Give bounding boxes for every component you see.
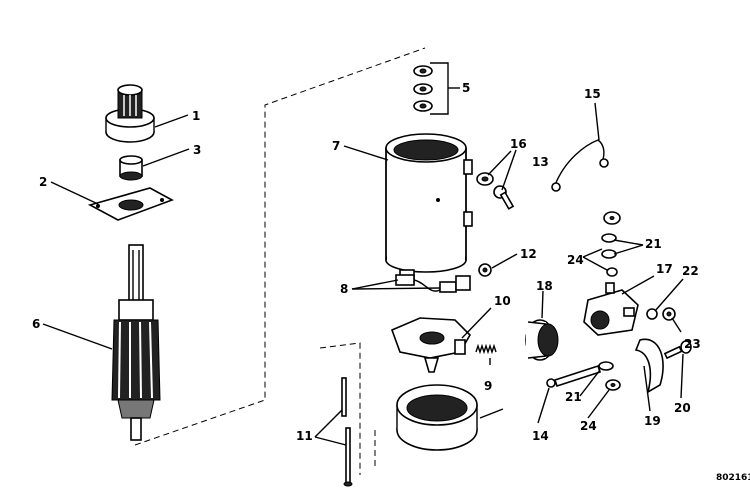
solenoid-top-nut (603, 211, 621, 225)
frame-washer (476, 172, 494, 186)
callout-11: 11 (296, 429, 313, 443)
terminal-lockwasher (598, 361, 614, 371)
callout-13: 13 (532, 155, 549, 169)
leader-lines (42, 62, 684, 446)
through-bolts (341, 377, 353, 487)
solenoid-bracket (634, 338, 664, 394)
callout-labels: 1 3 2 6 5 7 8 9 10 11 12 13 14 15 16 17 … (32, 81, 701, 443)
callout-17: 17 (656, 262, 673, 276)
solenoid-lockwashers (601, 233, 618, 277)
callout-2: 2 (39, 175, 47, 189)
callout-12: 12 (520, 247, 537, 261)
callout-24-upper: 24 (567, 253, 584, 267)
drive-pinion (105, 84, 155, 143)
ring-sleeve (525, 319, 559, 361)
callout-20: 20 (674, 401, 691, 415)
spacer (119, 155, 143, 181)
callout-10: 10 (494, 294, 511, 308)
small-washer (646, 308, 658, 320)
callout-5: 5 (462, 81, 470, 95)
frame-screw (493, 185, 515, 210)
callout-9: 9 (484, 379, 492, 393)
brush-springs (475, 343, 497, 355)
callout-21-lower: 24 (580, 419, 597, 433)
washers-stack (413, 65, 433, 112)
brush-holder-plate (390, 317, 472, 373)
figure-number: 802161 (716, 473, 750, 483)
terminal-bolt (546, 364, 602, 388)
terminal-nut (478, 263, 492, 277)
callout-3: 3 (193, 143, 201, 157)
armature (111, 244, 161, 441)
end-cap (396, 384, 478, 451)
callout-7: 7 (332, 139, 340, 153)
callout-14: 14 (532, 429, 549, 443)
callout-6: 6 (32, 317, 40, 331)
callout-1: 1 (192, 109, 200, 123)
callout-24-lower: 21 (565, 390, 582, 404)
solenoid-body (583, 282, 639, 336)
callout-16: 16 (510, 137, 527, 151)
assembly-guide-lines (134, 47, 426, 475)
bracket-bolt (663, 340, 692, 360)
terminal-nut-lower (605, 379, 621, 391)
thrust-plate (87, 187, 174, 221)
callout-19: 19 (644, 414, 661, 428)
callout-8: 8 (340, 282, 348, 296)
field-frame-housing (385, 133, 473, 283)
callout-18: 18 (536, 279, 553, 293)
brush-lead-assembly (395, 274, 471, 293)
callout-15: 15 (584, 87, 601, 101)
callout-23: 23 (684, 337, 701, 351)
callout-21-upper: 21 (645, 237, 662, 251)
callout-22: 22 (682, 264, 699, 278)
small-nut (662, 307, 676, 321)
ground-strap (551, 139, 609, 192)
